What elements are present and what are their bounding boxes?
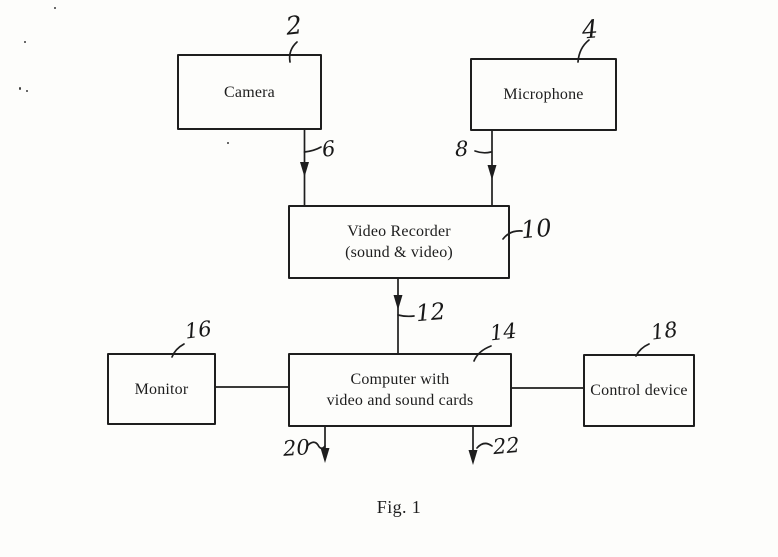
ref-label-4: 4 xyxy=(580,14,600,45)
ref-label-18: 18 xyxy=(649,317,680,345)
computer-box: Computer with video and sound cards xyxy=(288,353,512,427)
monitor-box: Monitor xyxy=(107,353,216,425)
output-right-arrowhead xyxy=(468,450,478,465)
figure-caption: Fig. 1 xyxy=(376,497,422,517)
microphone-label: Microphone xyxy=(503,86,584,103)
microphone-box: Microphone xyxy=(470,58,617,131)
ref-label-20: 20 xyxy=(282,435,311,461)
scan-speck xyxy=(19,87,21,90)
ref-label-10: 10 xyxy=(519,213,553,245)
control-device-label: Control device xyxy=(590,382,688,399)
scan-speck xyxy=(26,90,28,92)
video-recorder-label-line2: (sound & video) xyxy=(345,244,453,261)
scan-speck xyxy=(24,41,26,43)
ref-label-16: 16 xyxy=(183,316,214,344)
ref-label-12: 12 xyxy=(414,298,447,328)
camera-box: Camera xyxy=(177,54,322,130)
control-device-box: Control device xyxy=(583,354,695,427)
scan-speck xyxy=(54,7,56,9)
video-recorder-label-line1: Video Recorder xyxy=(347,223,451,240)
video-recorder-box: Video Recorder (sound & video) xyxy=(288,205,510,279)
ref-label-6: 6 xyxy=(320,136,337,162)
recorder-arrowhead xyxy=(393,295,403,310)
ref-label-22: 22 xyxy=(491,432,521,460)
ref-label-14: 14 xyxy=(488,318,518,346)
computer-label-line2: video and sound cards xyxy=(326,392,474,409)
camera-label: Camera xyxy=(224,83,275,101)
ref-22-leader xyxy=(476,442,493,449)
microphone-arrowhead xyxy=(487,165,497,180)
output-left-arrowhead xyxy=(320,448,330,463)
computer-label-line1: Computer with xyxy=(350,371,450,388)
monitor-label: Monitor xyxy=(134,380,189,398)
camera-arrowhead xyxy=(300,162,309,177)
ref-label-2: 2 xyxy=(284,10,304,41)
ref-label-8: 8 xyxy=(454,136,469,162)
ref-8-leader xyxy=(474,150,492,154)
ref-12-leader xyxy=(397,314,415,318)
ref-6-leader xyxy=(303,146,322,153)
scan-speck xyxy=(227,142,229,144)
